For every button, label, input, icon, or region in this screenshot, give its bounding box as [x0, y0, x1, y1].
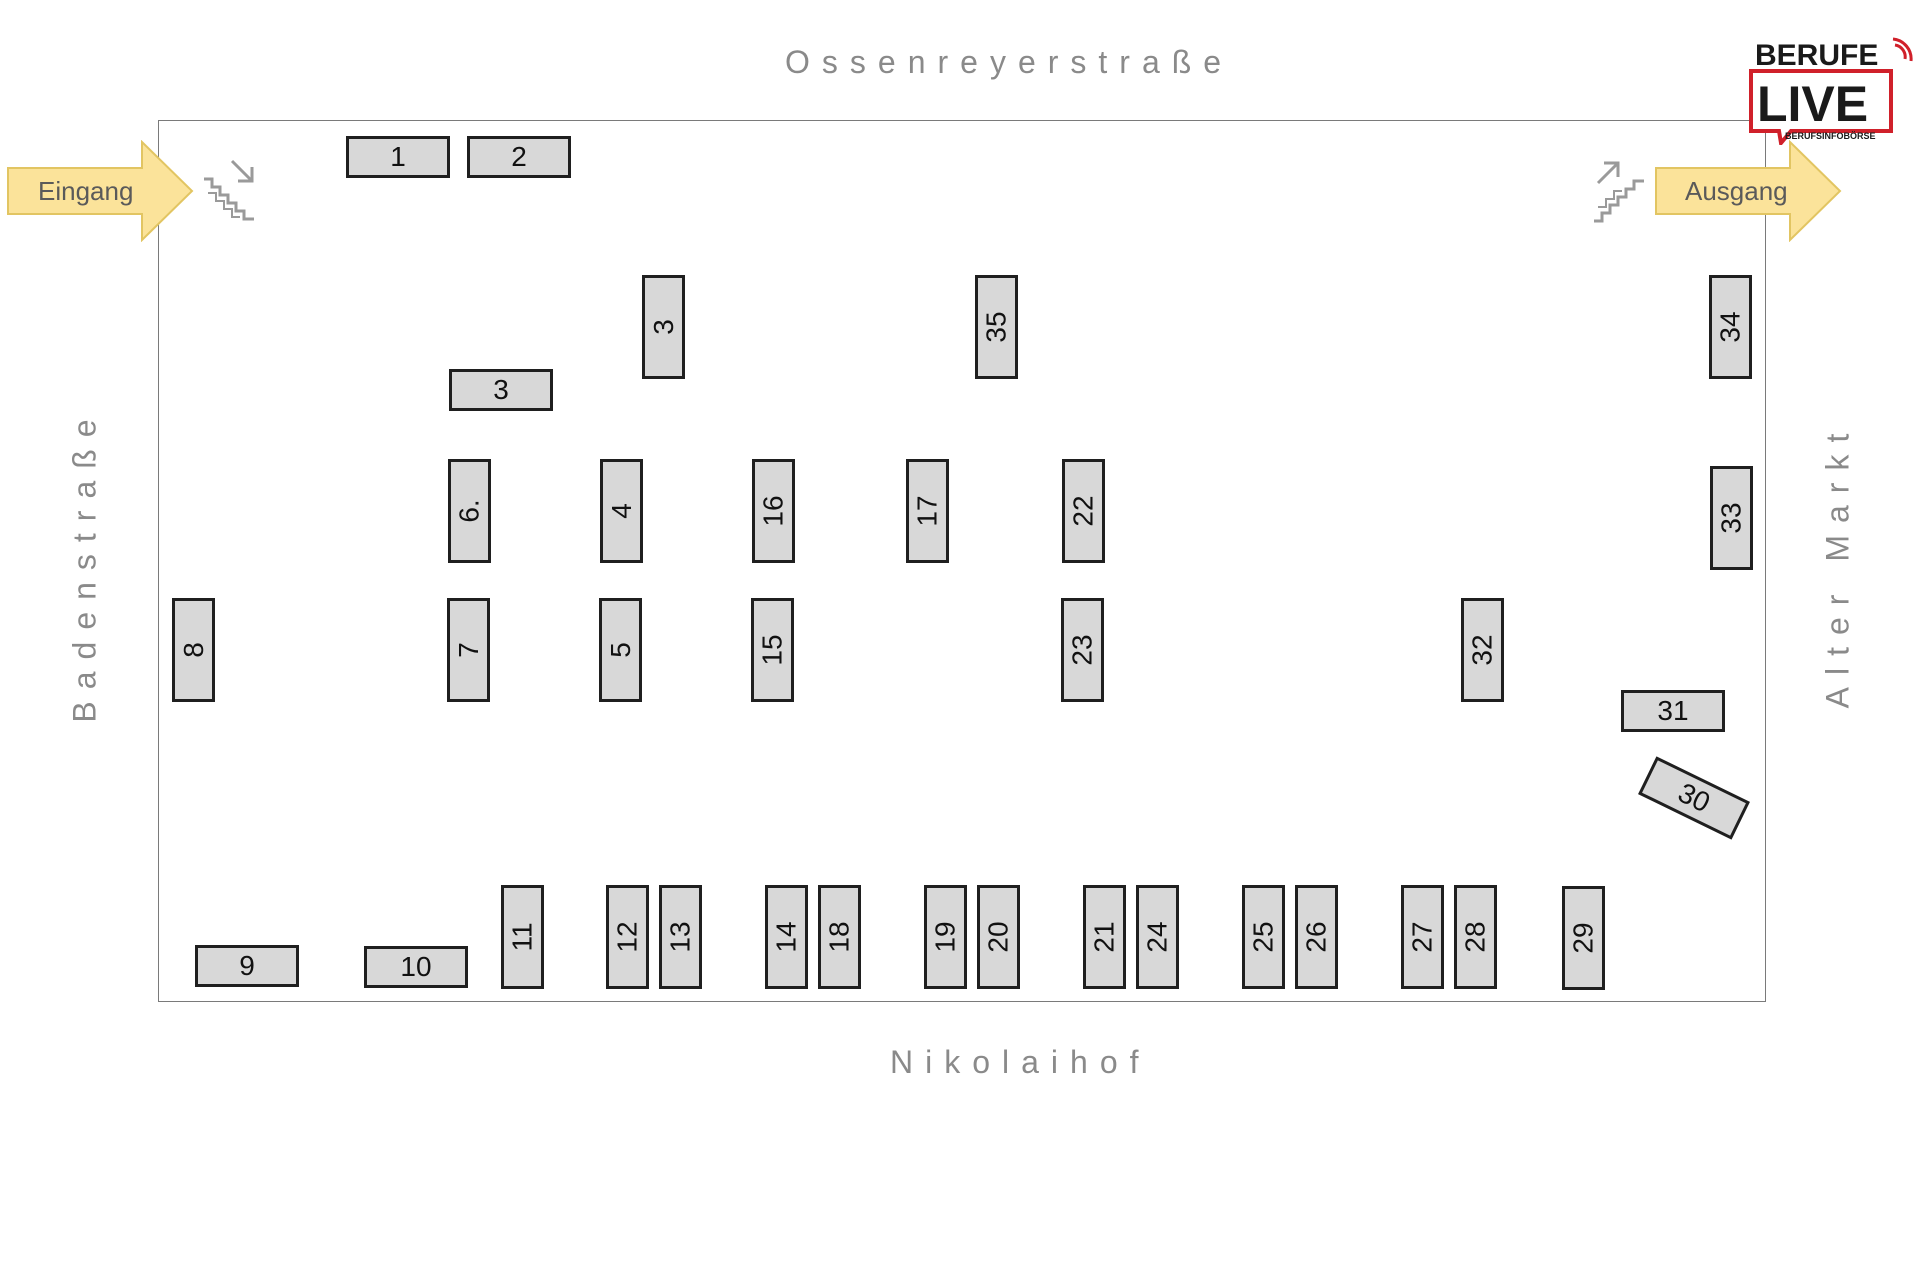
logo-line1: BERUFE [1755, 39, 1878, 72]
stand-18[interactable]: 18 [818, 885, 861, 989]
stand-8[interactable]: 8 [172, 598, 215, 702]
stand-label: 28 [1459, 921, 1491, 953]
stand-11[interactable]: 11 [501, 885, 544, 989]
logo-tagline: BERUFSINFOBÖRSE [1785, 131, 1876, 141]
stand-label: 4 [605, 503, 637, 519]
stand-label: 19 [929, 921, 961, 953]
stand-label: 26 [1300, 921, 1332, 953]
stand-label: 20 [982, 921, 1014, 953]
hall-outline [158, 120, 1766, 1002]
stand-20[interactable]: 20 [977, 885, 1020, 989]
street-right-label: Alter Markt [1819, 421, 1856, 709]
stand-label: 33 [1715, 502, 1747, 534]
stand-28[interactable]: 28 [1454, 885, 1497, 989]
stand-label: 16 [757, 495, 789, 527]
stand-3[interactable]: 3 [642, 275, 685, 379]
stand-25[interactable]: 25 [1242, 885, 1285, 989]
stand-label: 17 [911, 495, 943, 527]
logo-line2: LIVE [1757, 76, 1868, 132]
stand-label: 34 [1714, 311, 1746, 343]
stand-2[interactable]: 2 [467, 136, 571, 178]
stand-label: 7 [452, 642, 484, 658]
stand-12[interactable]: 12 [606, 885, 649, 989]
stand-4[interactable]: 4 [600, 459, 643, 563]
stand-21[interactable]: 21 [1083, 885, 1126, 989]
stand-label: 13 [664, 921, 696, 953]
stand-29[interactable]: 29 [1562, 886, 1605, 990]
stand-5[interactable]: 5 [599, 598, 642, 702]
stand-10[interactable]: 10 [364, 946, 468, 988]
stand-label: 9 [239, 950, 255, 981]
stand-26[interactable]: 26 [1295, 885, 1338, 989]
street-bottom-label: Nikolaihof [890, 1044, 1151, 1080]
exit-label: Ausgang [1685, 176, 1788, 206]
stand-label: 12 [611, 921, 643, 953]
stand-31[interactable]: 31 [1621, 690, 1725, 732]
stand-label: 15 [756, 634, 788, 666]
stand-6[interactable]: 6. [448, 459, 491, 563]
stand-label: 1 [390, 141, 406, 172]
stand-label: 25 [1247, 921, 1279, 953]
stand-3[interactable]: 3 [449, 369, 553, 411]
street-left-label: Badenstraße [66, 407, 103, 723]
stand-16[interactable]: 16 [752, 459, 795, 563]
stand-22[interactable]: 22 [1062, 459, 1105, 563]
stand-label: 35 [980, 311, 1012, 343]
exit-arrow-icon [1655, 140, 1842, 242]
stand-label: 22 [1067, 495, 1099, 527]
stand-label: 31 [1657, 695, 1689, 726]
stand-1[interactable]: 1 [346, 136, 450, 178]
stand-7[interactable]: 7 [447, 598, 490, 702]
entrance-arrow-icon [7, 140, 194, 242]
berufe-live-logo: BERUFE LIVE BERUFSINFOBÖRSE [1749, 37, 1913, 145]
stand-33[interactable]: 33 [1710, 466, 1753, 570]
stand-label: 6. [453, 499, 485, 523]
stand-9[interactable]: 9 [195, 945, 299, 987]
stand-24[interactable]: 24 [1136, 885, 1179, 989]
stand-17[interactable]: 17 [906, 459, 949, 563]
stand-14[interactable]: 14 [765, 885, 808, 989]
stand-label: 5 [604, 642, 636, 658]
stand-35[interactable]: 35 [975, 275, 1018, 379]
stand-27[interactable]: 27 [1401, 885, 1444, 989]
stand-32[interactable]: 32 [1461, 598, 1504, 702]
stand-label: 11 [506, 922, 538, 952]
stand-label: 27 [1406, 921, 1438, 953]
stand-label: 10 [400, 951, 432, 982]
stand-label: 3 [493, 374, 509, 405]
entrance-label: Eingang [38, 176, 134, 206]
stand-19[interactable]: 19 [924, 885, 967, 989]
stand-label: 21 [1088, 921, 1120, 953]
stand-15[interactable]: 15 [751, 598, 794, 702]
stand-23[interactable]: 23 [1061, 598, 1104, 702]
stand-13[interactable]: 13 [659, 885, 702, 989]
stand-label: 8 [177, 642, 209, 658]
stand-34[interactable]: 34 [1709, 275, 1752, 379]
stand-label: 30 [1673, 776, 1716, 819]
stairs-up-icon [1594, 161, 1644, 223]
stand-label: 29 [1567, 922, 1599, 954]
stand-label: 32 [1466, 634, 1498, 666]
stand-label: 2 [511, 141, 527, 172]
stand-label: 18 [823, 921, 855, 953]
stand-label: 23 [1066, 634, 1098, 666]
stand-label: 14 [770, 921, 802, 953]
stand-label: 3 [647, 319, 679, 335]
stairs-down-icon [204, 159, 254, 221]
street-top-label: Ossenreyerstraße [785, 44, 1234, 80]
stand-label: 24 [1141, 921, 1173, 953]
